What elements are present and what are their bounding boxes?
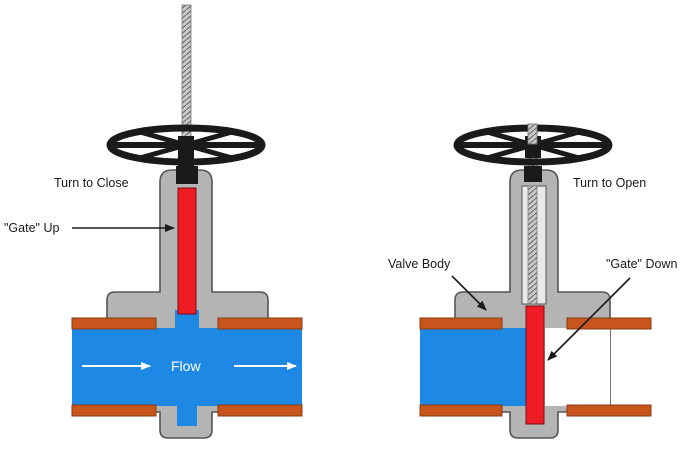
left-valve: Flow Turn to Close "Gate" Up xyxy=(4,4,303,439)
turn-to-close-label: Turn to Close xyxy=(54,176,129,190)
gate-down-label: "Gate" Down xyxy=(606,257,677,271)
empty-downstream xyxy=(545,328,610,406)
flange-left-top xyxy=(419,317,503,330)
fluid-gate-cavity-bottom xyxy=(177,404,197,426)
flange-right-bottom xyxy=(566,404,652,417)
flange-right-top xyxy=(217,317,303,330)
turn-to-open-label: Turn to Open xyxy=(573,176,646,190)
pointer-arrow-icon xyxy=(547,277,631,361)
gate-lowered xyxy=(525,305,545,425)
handwheel-icon xyxy=(106,124,266,168)
flange-left-top xyxy=(71,317,157,330)
fluid-gate-cavity-top xyxy=(175,310,199,330)
right-valve: Turn to Open Valve Body "Gate" Down xyxy=(388,123,677,439)
handwheel-icon xyxy=(453,124,613,166)
stem-nut xyxy=(176,166,198,184)
valve-body-label: Valve Body xyxy=(388,257,451,271)
threaded-stem-icon xyxy=(527,185,538,305)
flange-right-top xyxy=(566,317,652,330)
threaded-stem-icon xyxy=(527,123,538,145)
fluid-upstream xyxy=(420,328,526,406)
flange-right-bottom xyxy=(217,404,303,417)
gate-up-label: "Gate" Up xyxy=(4,221,59,235)
flow-label: Flow xyxy=(171,358,201,374)
flange-left-bottom xyxy=(419,404,503,417)
pointer-arrow-icon xyxy=(451,275,487,311)
gate-raised xyxy=(177,187,197,315)
stem-nut xyxy=(524,166,542,182)
flange-left-bottom xyxy=(71,404,157,417)
